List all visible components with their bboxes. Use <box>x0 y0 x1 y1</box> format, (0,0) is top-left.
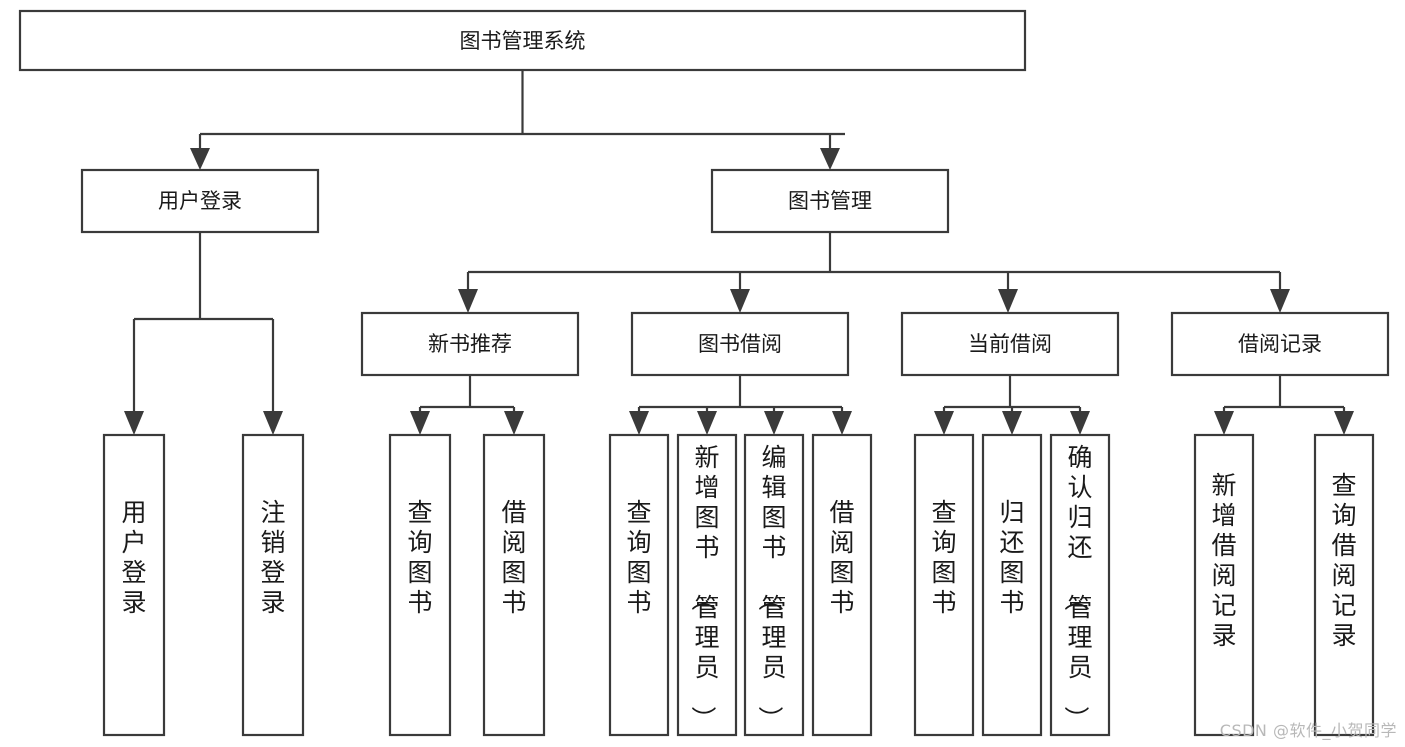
node-user-login[interactable]: 用户登录 <box>80 168 320 234</box>
node-new-book-recommend-box[interactable] <box>360 311 580 377</box>
edge-bookmanage-to-level2 <box>458 232 1290 313</box>
node-book-borrow-box[interactable] <box>630 311 850 377</box>
leaf-edit-book-label: 编辑图书（管理员） <box>755 443 786 731</box>
leaf-return-book-box[interactable] <box>981 433 1043 737</box>
leaf-query-book-current-box[interactable] <box>913 433 975 737</box>
leaf-add-borrow-record-box[interactable] <box>1193 433 1255 737</box>
leaf-borrow-book-recommend-box[interactable] <box>482 433 546 737</box>
node-current-borrow-box[interactable] <box>900 311 1120 377</box>
leaf-node-borrow-book-recommend[interactable]: 借阅图书 <box>482 433 546 737</box>
node-root-box[interactable] <box>18 9 1027 72</box>
leaf-query-borrow-record-box[interactable] <box>1313 433 1375 737</box>
node-user-login-label: 用户登录 <box>158 189 242 213</box>
leaf-edit-book-box[interactable] <box>743 433 805 737</box>
leaf-node-add-book[interactable]: 新增图书（管理员） <box>676 433 738 737</box>
leaf-node-borrow-book[interactable]: 借阅图书 <box>811 433 873 737</box>
leaf-query-book-recommend-box[interactable] <box>388 433 452 737</box>
leaf-node-query-book-recommend[interactable]: 查询图书 <box>388 433 452 737</box>
leaf-user-login-box[interactable] <box>102 433 166 737</box>
leaf-add-borrow-record-label: 新增借阅记录 <box>1211 471 1236 650</box>
node-user-login-box[interactable] <box>80 168 320 234</box>
node-root[interactable]: 图书管理系统 <box>18 9 1027 72</box>
edge-currentborrow-to-leaves <box>934 375 1090 435</box>
node-root-label: 图书管理系统 <box>460 29 586 53</box>
node-book-borrow[interactable]: 图书借阅 <box>630 311 850 377</box>
leaf-borrow-book-label: 借阅图书 <box>829 498 854 617</box>
leaf-query-book-box[interactable] <box>608 433 670 737</box>
leaf-confirm-return-box[interactable] <box>1049 433 1111 737</box>
edge-bookborrow-to-leaves <box>629 375 852 435</box>
leaf-node-add-borrow-record[interactable]: 新增借阅记录 <box>1193 433 1255 737</box>
leaf-return-book-label: 归还图书 <box>999 498 1024 617</box>
leaf-node-return-book[interactable]: 归还图书 <box>981 433 1043 737</box>
leaf-node-user-login[interactable]: 用户登录 <box>102 433 166 737</box>
leaf-layer: 用户登录 注销登录 查询图书 借阅图书 查询图书 新增图书（管理员） <box>102 433 1375 737</box>
node-book-borrow-label: 图书借阅 <box>698 332 782 356</box>
node-book-manage-box[interactable] <box>710 168 950 234</box>
node-borrow-record-label: 借阅记录 <box>1238 332 1322 356</box>
edge-recommend-to-leaves <box>410 375 524 435</box>
leaf-query-borrow-record-label: 查询借阅记录 <box>1331 471 1356 650</box>
node-book-manage[interactable]: 图书管理 <box>710 168 950 234</box>
node-new-book-recommend[interactable]: 新书推荐 <box>360 311 580 377</box>
node-new-book-recommend-label: 新书推荐 <box>428 332 512 356</box>
leaf-user-logout-label: 注销登录 <box>260 498 285 617</box>
node-current-borrow-label: 当前借阅 <box>968 332 1052 356</box>
leaf-node-user-logout[interactable]: 注销登录 <box>241 433 305 737</box>
leaf-query-book-current-label: 查询图书 <box>931 498 956 617</box>
edge-userlogin-to-leaves <box>124 232 283 435</box>
leaf-node-query-book[interactable]: 查询图书 <box>608 433 670 737</box>
leaf-add-book-box[interactable] <box>676 433 738 737</box>
node-borrow-record[interactable]: 借阅记录 <box>1170 311 1390 377</box>
leaf-node-edit-book[interactable]: 编辑图书（管理员） <box>743 433 805 737</box>
node-current-borrow[interactable]: 当前借阅 <box>900 311 1120 377</box>
node-book-manage-label: 图书管理 <box>788 189 872 213</box>
leaf-user-logout-box[interactable] <box>241 433 305 737</box>
node-borrow-record-box[interactable] <box>1170 311 1390 377</box>
leaf-confirm-return-label: 确认归还（管理员） <box>1061 443 1092 731</box>
leaf-node-query-borrow-record[interactable]: 查询借阅记录 <box>1313 433 1375 737</box>
leaf-borrow-book-box[interactable] <box>811 433 873 737</box>
leaf-query-book-recommend-label: 查询图书 <box>407 498 432 617</box>
leaf-user-login-label: 用户登录 <box>121 498 146 617</box>
connector-layer <box>124 70 1354 435</box>
leaf-query-book-label: 查询图书 <box>626 498 651 617</box>
edge-root-to-level1 <box>190 70 845 170</box>
leaf-add-book-label: 新增图书（管理员） <box>688 443 719 731</box>
csdn-watermark: CSDN @软件_小贺同学 <box>1219 721 1397 740</box>
leaf-node-confirm-return[interactable]: 确认归还（管理员） <box>1049 433 1111 737</box>
leaf-borrow-book-recommend-label: 借阅图书 <box>501 498 526 617</box>
leaf-node-query-book-current[interactable]: 查询图书 <box>913 433 975 737</box>
edge-borrowrecord-to-leaves <box>1214 375 1354 435</box>
